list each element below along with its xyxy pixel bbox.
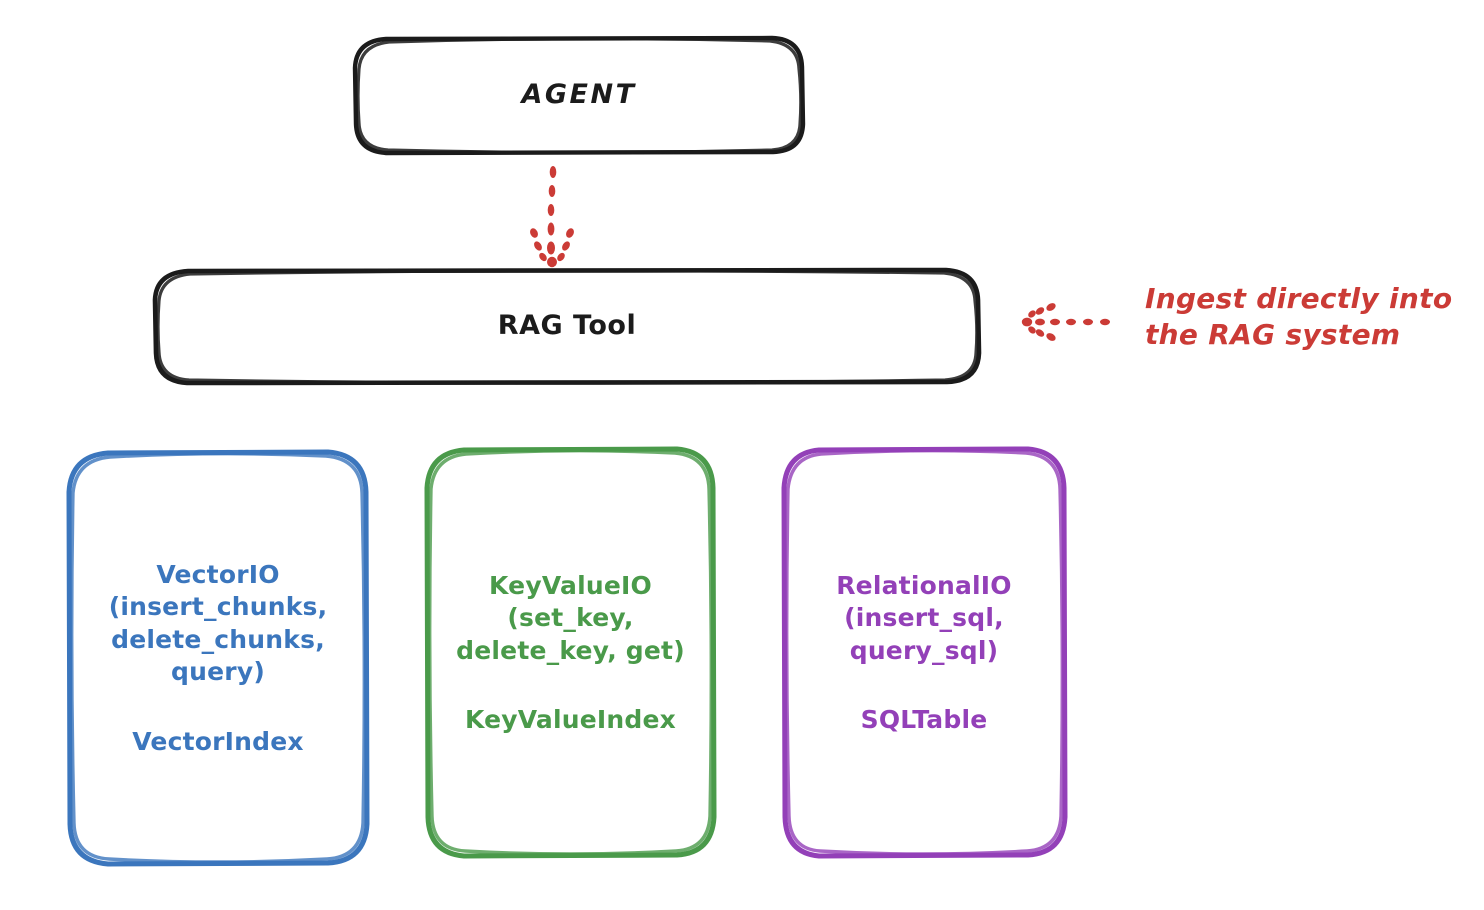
ingest-to-rag-tool-arrow [1021,303,1110,341]
key-value-io-node[interactable]: KeyValueIO (set_key, delete_key, get) Ke… [428,449,713,856]
key-value-index-label: KeyValueIndex [464,705,677,734]
agent-node[interactable]: AGENT [355,38,803,153]
key-value-io-methods-label: KeyValueIO (set_key, delete_key, get) [456,570,685,665]
agent-box-outline [352,35,806,156]
vector-io-node[interactable]: VectorIO (insert_chunks, delete_chunks, … [70,452,366,864]
vector-io-methods-label: VectorIO (insert_chunks, delete_chunks, … [108,559,328,687]
rag-tool-box-outline [152,267,982,386]
vector-index-label: VectorIndex [132,726,304,756]
agent-node-label: AGENT [521,79,637,111]
relational-io-methods-label: RelationalIO (insert_sql, query_sql) [836,570,1012,665]
vector-io-box-outline [66,449,370,867]
agent-to-rag-tool-arrow [530,166,574,268]
sql-table-label: SQLTable [860,705,988,734]
rag-tool-node[interactable]: RAG Tool [155,270,979,383]
relational-io-node[interactable]: RelationalIO (insert_sql, query_sql) SQL… [785,449,1063,856]
relational-io-box-outline [781,446,1068,859]
rag-tool-node-label: RAG Tool [497,310,637,342]
ingest-annotation-label: Ingest directly into the RAG system [1145,282,1453,352]
key-value-io-box-outline [424,446,717,859]
